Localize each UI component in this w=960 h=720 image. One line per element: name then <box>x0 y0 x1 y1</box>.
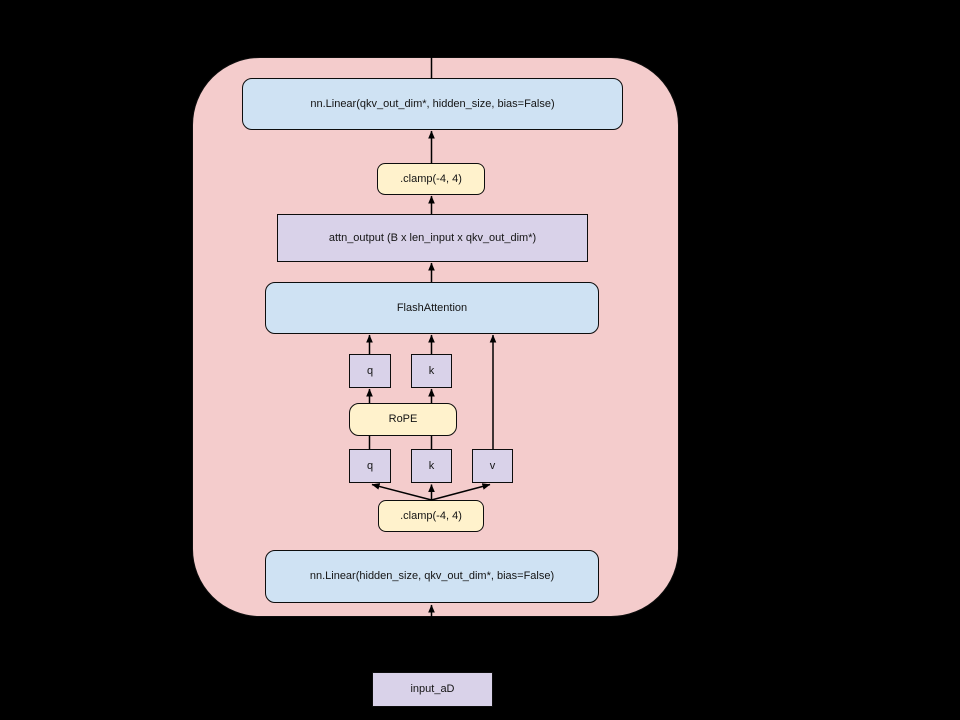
k-top-node: k <box>411 354 452 388</box>
v-bottom-node: v <box>472 449 513 483</box>
attention-block-container <box>192 57 679 617</box>
k-bottom-node: k <box>411 449 452 483</box>
linear-out-node: nn.Linear(qkv_out_dim*, hidden_size, bia… <box>242 78 623 130</box>
rope-node: RoPE <box>349 403 457 436</box>
clamp-bottom-node: .clamp(-4, 4) <box>378 500 484 532</box>
q-bottom-node: q <box>349 449 391 483</box>
attn-output-node: attn_output (B x len_input x qkv_out_dim… <box>277 214 588 262</box>
linear-in-node: nn.Linear(hidden_size, qkv_out_dim*, bia… <box>265 550 599 603</box>
q-top-node: q <box>349 354 391 388</box>
input-node: input_aD <box>372 672 493 707</box>
flash-attention-node: FlashAttention <box>265 282 599 334</box>
clamp-top-node: .clamp(-4, 4) <box>377 163 485 195</box>
